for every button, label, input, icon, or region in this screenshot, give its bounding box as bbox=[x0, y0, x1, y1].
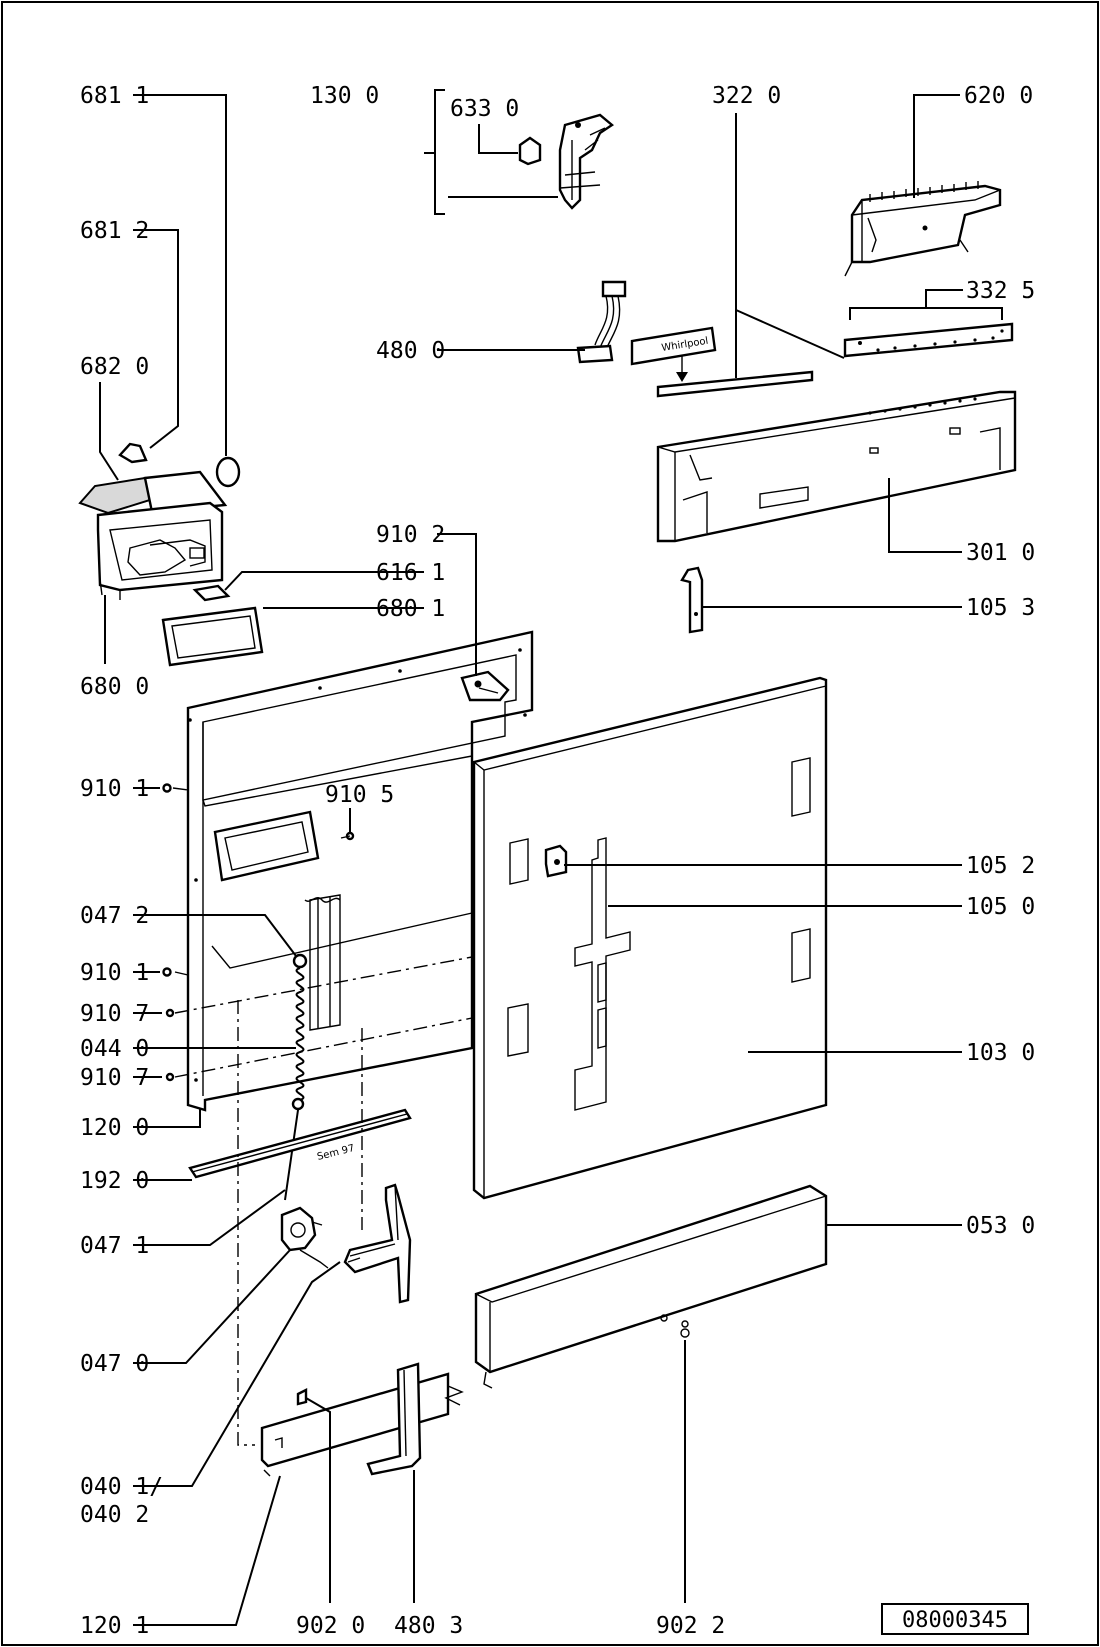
dispenser-gasket-part bbox=[161, 606, 264, 667]
hinge-pulley-part bbox=[280, 1206, 329, 1269]
label-332-5: 332 5 bbox=[966, 278, 1035, 304]
hinge-arm-part bbox=[343, 1183, 412, 1304]
screw-part bbox=[680, 1320, 690, 1338]
label-902-2: 902 2 bbox=[656, 1613, 725, 1639]
control-panel-part bbox=[656, 390, 1017, 543]
label-047-2: 047 2 bbox=[80, 903, 149, 929]
label-301-0: 301 0 bbox=[966, 540, 1035, 566]
label-120-1: 120 1 bbox=[80, 1613, 149, 1639]
lower-door-panel-part bbox=[260, 1372, 464, 1477]
label-910-1-upper: 910 1 bbox=[80, 776, 149, 802]
door-rail-part: Sem 97 bbox=[188, 1108, 412, 1179]
brand-label-part: Whirlpool bbox=[630, 326, 814, 398]
label-910-1-lower: 910 1 bbox=[80, 960, 149, 986]
outer-door-panel-part bbox=[472, 676, 828, 1200]
label-130-0: 130 0 bbox=[310, 83, 379, 109]
label-910-7-lower: 910 7 bbox=[80, 1065, 149, 1091]
label-682-0: 682 0 bbox=[80, 354, 149, 380]
label-105-3: 105 3 bbox=[966, 595, 1035, 621]
led-strip-part bbox=[843, 322, 1014, 358]
label-633-0: 633 0 bbox=[450, 96, 519, 122]
reference-number: 08000345 bbox=[902, 1608, 1008, 1633]
kick-plate-part bbox=[474, 1184, 828, 1389]
label-047-0: 047 0 bbox=[80, 1351, 149, 1377]
round-cap-part bbox=[215, 456, 241, 488]
label-910-7-upper: 910 7 bbox=[80, 1001, 149, 1027]
label-103-0: 103 0 bbox=[966, 1040, 1035, 1066]
mounting-bracket-part bbox=[680, 566, 704, 634]
wiring-harness-part bbox=[576, 280, 627, 364]
label-480-0: 480 0 bbox=[376, 338, 445, 364]
leader-lines bbox=[99, 89, 1003, 1626]
label-910-5: 910 5 bbox=[325, 782, 394, 808]
construction-lines bbox=[172, 787, 473, 1446]
label-680-0: 680 0 bbox=[80, 674, 149, 700]
small-latch-part bbox=[192, 584, 231, 602]
label-681-2: 681 2 bbox=[80, 218, 149, 244]
part-number-labels: 681 1 681 2 682 0 130 0 633 0 322 0 620 … bbox=[80, 83, 1035, 1639]
inner-door-frame-part bbox=[186, 630, 534, 1112]
detergent-dispenser-part bbox=[78, 470, 228, 600]
label-044-0: 044 0 bbox=[80, 1036, 149, 1062]
door-spring-part bbox=[284, 953, 308, 1201]
label-322-0: 322 0 bbox=[712, 83, 781, 109]
label-681-1: 681 1 bbox=[80, 83, 149, 109]
label-047-1: 047 1 bbox=[80, 1233, 149, 1259]
label-616-1: 616 1 bbox=[376, 560, 445, 586]
label-053-0: 053 0 bbox=[966, 1213, 1035, 1239]
cable-bracket-part bbox=[366, 1362, 422, 1476]
door-lock-part bbox=[518, 113, 615, 210]
door-screws bbox=[162, 783, 355, 1082]
reference-number-box: 08000345 bbox=[881, 1603, 1029, 1635]
label-480-3: 480 3 bbox=[394, 1613, 463, 1639]
label-040-2: 040 2 bbox=[80, 1502, 149, 1528]
label-105-0: 105 0 bbox=[966, 894, 1035, 920]
label-620-0: 620 0 bbox=[964, 83, 1033, 109]
label-902-0: 902 0 bbox=[296, 1613, 365, 1639]
dispenser-clip-part bbox=[118, 442, 148, 464]
label-120-0: 120 0 bbox=[80, 1115, 149, 1141]
label-192-0: 192 0 bbox=[80, 1168, 149, 1194]
label-680-1: 680 1 bbox=[376, 596, 445, 622]
small-screw-part bbox=[296, 1388, 308, 1406]
label-105-2: 105 2 bbox=[966, 853, 1035, 879]
label-910-2: 910 2 bbox=[376, 522, 445, 548]
rail-stamp-text: Sem 97 bbox=[316, 1143, 356, 1163]
label-040-1: 040 1/ bbox=[80, 1474, 163, 1500]
electronic-module-part bbox=[844, 181, 1002, 277]
